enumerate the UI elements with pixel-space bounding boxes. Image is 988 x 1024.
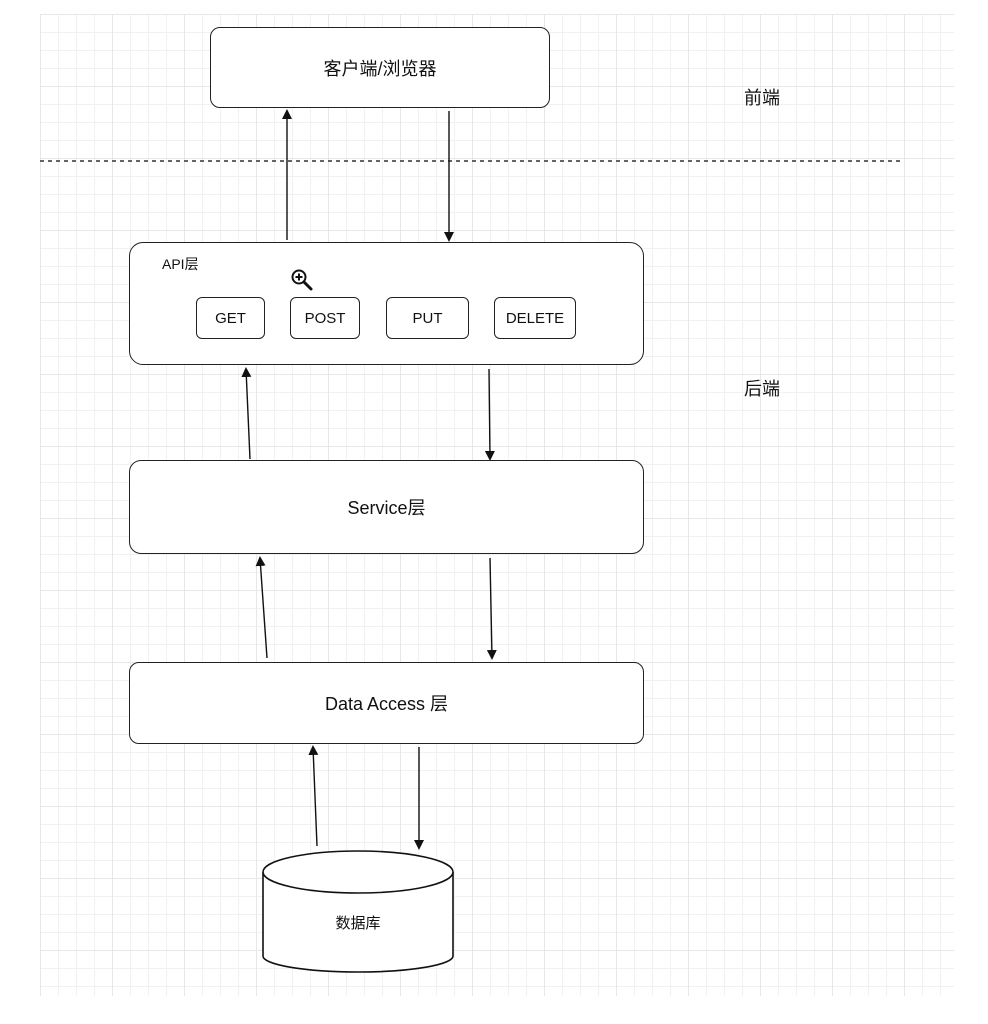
data-access-layer-box[interactable]: Data Access 层 xyxy=(129,662,644,744)
arrow-api-to-service xyxy=(484,368,495,461)
post-method-button[interactable]: POST xyxy=(290,297,360,339)
database-cylinder xyxy=(262,850,454,973)
arrow-service-to-api xyxy=(241,367,252,460)
zoom-in-icon[interactable] xyxy=(290,268,314,292)
service-layer-label: Service层 xyxy=(347,498,426,518)
database-label: 数据库 xyxy=(335,915,381,932)
arrow-dataaccess-to-service xyxy=(255,556,268,659)
arrow-service-to-dataaccess xyxy=(486,557,497,660)
delete-method-button[interactable]: DELETE xyxy=(494,297,576,339)
put-method-button[interactable]: PUT xyxy=(386,297,469,339)
service-layer-box[interactable]: Service层 xyxy=(129,460,644,554)
backend-label: 后端 xyxy=(744,379,780,399)
get-method-button[interactable]: GET xyxy=(196,297,265,339)
arrow-database-to-dataaccess xyxy=(308,745,319,847)
client-browser-box[interactable]: 客户端/浏览器 xyxy=(210,27,550,108)
data-access-layer-label: Data Access 层 xyxy=(324,694,449,714)
client-browser-label: 客户端/浏览器 xyxy=(323,58,437,79)
api-layer-label: API层 xyxy=(162,256,199,272)
frontend-label: 前端 xyxy=(744,88,780,108)
